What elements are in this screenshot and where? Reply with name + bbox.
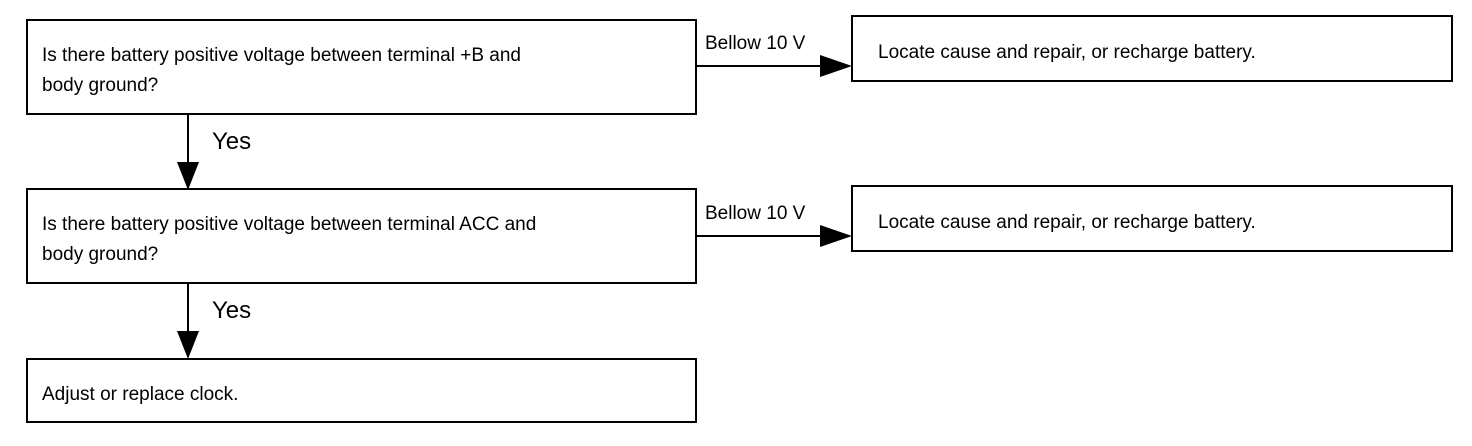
yes-label-2: Yes (212, 297, 252, 324)
result-text-1: Locate cause and repair, or recharge bat… (878, 42, 1256, 63)
arrow-step2-to-final (177, 283, 199, 359)
yes-label-1: Yes (212, 128, 252, 155)
arrow-step1-to-result1 (697, 55, 852, 77)
question-text-2: Is there battery positive voltage betwee… (42, 214, 537, 265)
result-box-1: Locate cause and repair, or recharge bat… (851, 15, 1453, 82)
final-action-box: Adjust or replace clock. (26, 358, 697, 423)
result-text-2: Locate cause and repair, or recharge bat… (878, 212, 1256, 233)
question-text-1: Is there battery positive voltage betwee… (42, 45, 521, 96)
final-action-text: Adjust or replace clock. (42, 384, 239, 405)
arrow-step2-to-result2 (697, 225, 852, 247)
arrow-step1-to-step2 (177, 114, 199, 190)
question-box-1: Is there battery positive voltage betwee… (26, 19, 697, 115)
side-label-1: Bellow 10 V (705, 33, 806, 54)
question-box-2: Is there battery positive voltage betwee… (26, 188, 697, 284)
side-label-2: Bellow 10 V (705, 203, 806, 224)
result-box-2: Locate cause and repair, or recharge bat… (851, 185, 1453, 252)
